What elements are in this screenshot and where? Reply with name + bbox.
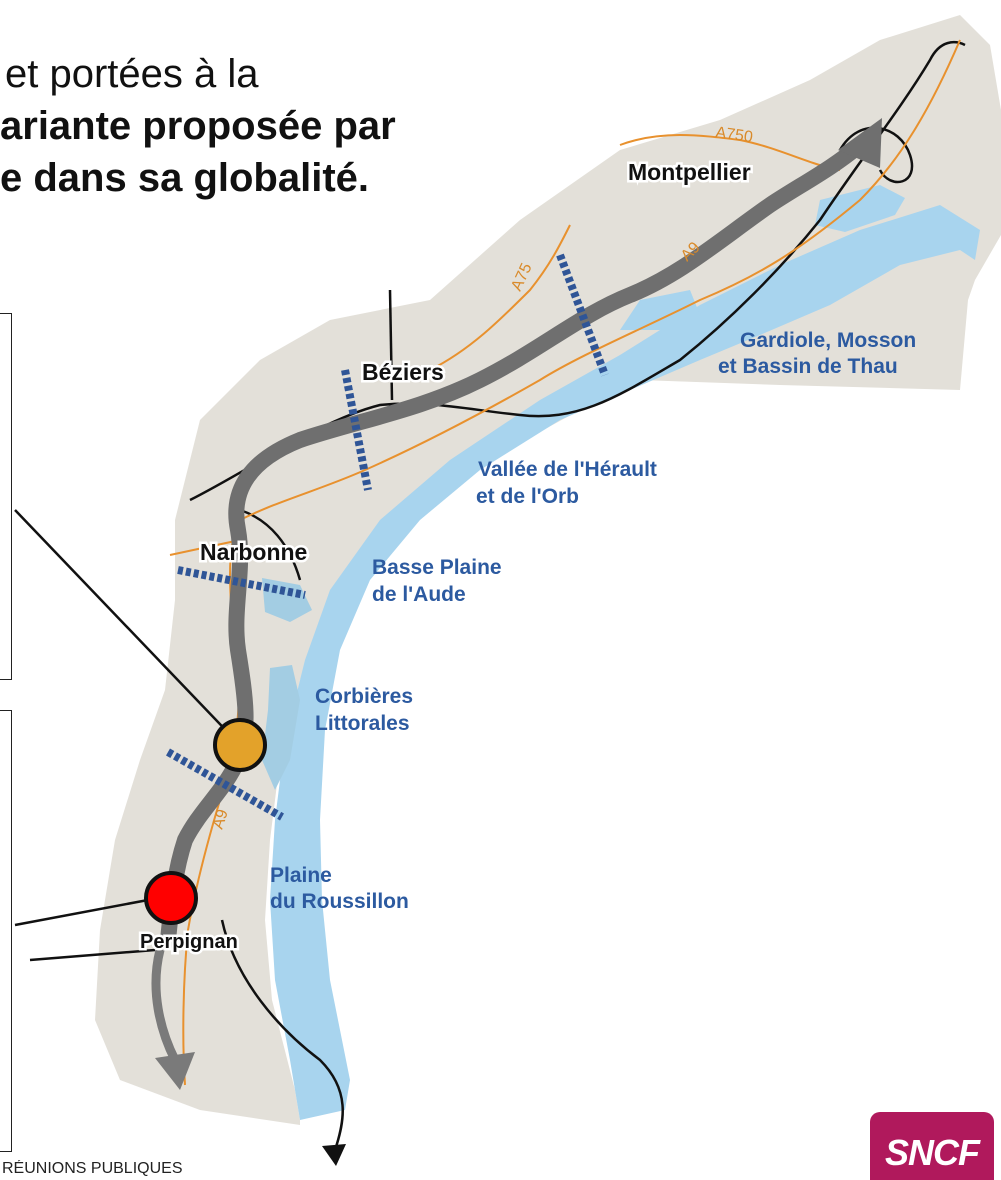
- route-spur-south: [151, 945, 180, 1065]
- crossing-zone-corbieres: [166, 748, 284, 821]
- highway-a9: [182, 39, 961, 1086]
- highways: [169, 39, 961, 1086]
- headline-line-1: et portées à la: [5, 52, 259, 96]
- callout-line-orange: [14, 509, 241, 746]
- sncf-logo: SNCF: [870, 1112, 994, 1180]
- zone-label-herault-2: et de l'Orb: [476, 485, 579, 508]
- zone-label-corbieres-1: Corbières: [315, 685, 413, 708]
- zone-label-aude-2: de l'Aude: [372, 583, 466, 606]
- zone-label-roussillon-1: Plaine: [270, 864, 332, 887]
- callout-box-bottom: [0, 710, 12, 1152]
- marker-red[interactable]: [144, 871, 198, 925]
- marker-orange[interactable]: [213, 718, 267, 772]
- rail-line-montpellier-loop: [838, 126, 914, 184]
- zone-label-aude-1: Basse Plaine: [372, 556, 502, 579]
- rail-line-inland-north: [388, 289, 394, 401]
- city-label-perpignan: Perpignan: [140, 931, 238, 953]
- crossing-zones: [166, 253, 609, 821]
- callout-line-red: [14, 898, 149, 927]
- city-label-beziers: Béziers: [362, 359, 444, 385]
- lagoon-thau: [815, 185, 905, 232]
- lagoon-north: [620, 290, 700, 330]
- headline-line-2: ariante proposée par: [0, 104, 396, 148]
- rail-lines: [29, 41, 966, 1151]
- lagoon-leucate: [262, 665, 300, 790]
- headline: et portées à la ariante proposée par e d…: [0, 48, 560, 204]
- sea-area: [270, 205, 980, 1120]
- crossing-zone-north: [556, 253, 609, 377]
- zone-label-roussillon-2: du Roussillon: [270, 890, 409, 913]
- city-label-narbonne: Narbonne: [200, 539, 307, 565]
- rail-line-perpignan-south: [220, 919, 344, 1151]
- city-label-montpellier: Montpellier: [628, 159, 751, 185]
- road-label-a750: A750: [714, 124, 753, 146]
- crossing-zone-beziers: [341, 369, 372, 491]
- highway-a750: [619, 134, 841, 171]
- rail-line-coast: [189, 41, 966, 502]
- headline-line-3: e dans sa globalité.: [0, 156, 370, 200]
- zone-label-gardiole-1: Gardiole, Mosson: [740, 329, 916, 352]
- route-arrow-south: [155, 1052, 195, 1090]
- road-label-a9-south: A9: [210, 807, 232, 831]
- rail-line-perpignan-west: [29, 948, 156, 962]
- zone-label-corbieres-2: Littorales: [315, 712, 410, 735]
- crossing-zone-narbonne: [177, 566, 306, 599]
- route-arrow-north: [838, 118, 882, 168]
- rail-line-narbonne-branch: [239, 508, 302, 581]
- highway-a75: [429, 224, 571, 371]
- footer-caption: RÉUNIONS PUBLIQUES: [2, 1160, 183, 1177]
- zone-label-gardiole-2: et Bassin de Thau: [718, 355, 898, 378]
- highway-narbonne-west: [169, 539, 241, 556]
- arrow-south-tip: [322, 1144, 346, 1166]
- zone-label-herault-1: Vallée de l'Hérault: [478, 458, 657, 481]
- callout-box-top: [0, 313, 12, 680]
